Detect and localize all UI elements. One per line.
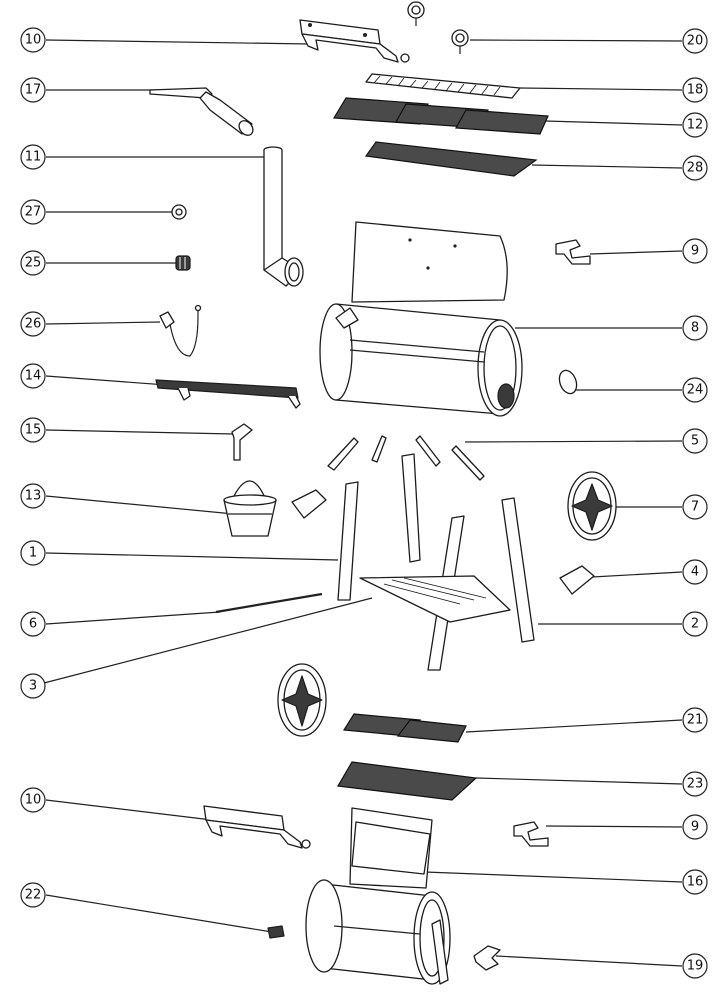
part-8-main-barrel [319, 221, 523, 417]
callout-17: 17 [20, 77, 46, 103]
callout-14: 14 [20, 363, 46, 389]
part-9-bracket-bottom [513, 821, 549, 847]
svg-text:14: 14 [25, 369, 42, 384]
part-14-front-shelf [155, 379, 301, 409]
callout-15: 15 [20, 417, 46, 443]
callout-3: 3 [20, 673, 46, 699]
part-9-bracket-top [555, 239, 591, 265]
svg-text:28: 28 [687, 161, 704, 176]
callout-23: 23 [682, 771, 708, 797]
part-11-chimney [263, 146, 304, 287]
svg-text:8: 8 [691, 321, 699, 336]
svg-text:19: 19 [687, 959, 704, 974]
callout-16: 16 [682, 869, 708, 895]
svg-text:9: 9 [691, 820, 699, 835]
part-23-charcoal-grate [337, 761, 478, 801]
callout-25: 25 [20, 250, 46, 276]
part-19-latch [473, 945, 501, 971]
part-18-warming-rack [365, 73, 521, 99]
callout-24: 24 [682, 377, 708, 403]
part-13-ash-bucket [223, 480, 277, 537]
part-4-side-plate-upper [291, 489, 327, 519]
svg-text:5: 5 [691, 434, 699, 449]
leader-lines [43, 39, 683, 967]
svg-text:21: 21 [687, 713, 704, 728]
callout-12: 12 [682, 112, 708, 138]
svg-text:20: 20 [687, 34, 704, 49]
callout-22: 22 [20, 882, 46, 908]
part-16-firebox [305, 807, 451, 985]
svg-text:26: 26 [25, 317, 42, 332]
callout-26: 26 [20, 311, 46, 337]
part-7-wheel [567, 471, 617, 541]
part-number-callouts: 10 17 11 27 25 26 14 15 13 1 6 3 10 22 2… [20, 27, 708, 979]
svg-text:15: 15 [25, 423, 42, 438]
part-15-tool-hook [231, 423, 253, 461]
part-17-lid-handle [149, 87, 254, 136]
callout-18: 18 [682, 77, 708, 103]
callout-13: 13 [20, 483, 46, 509]
svg-text:6: 6 [29, 617, 37, 632]
svg-text:18: 18 [687, 83, 704, 98]
part-10-shelf-bracket-top [299, 19, 410, 63]
part-27-nut [171, 204, 187, 220]
svg-text:11: 11 [25, 150, 42, 165]
part-10-shelf-bracket-bottom [203, 805, 311, 849]
svg-text:10: 10 [25, 793, 42, 808]
svg-text:2: 2 [691, 617, 699, 632]
callout-10-bottom: 10 [20, 787, 46, 813]
svg-text:23: 23 [687, 777, 704, 792]
callout-20: 20 [682, 28, 708, 54]
svg-text:12: 12 [687, 118, 704, 133]
callout-9-top: 9 [682, 238, 708, 264]
part-26-cable [159, 304, 202, 357]
callout-5: 5 [682, 428, 708, 454]
part-3-bottom-shelf [359, 575, 511, 623]
part-28-charcoal-grate [364, 141, 538, 177]
part-6-axle-rod [215, 592, 323, 614]
part-1-2-legs [337, 453, 535, 671]
svg-text:13: 13 [25, 489, 42, 504]
part-12-cooking-grates [332, 97, 549, 135]
svg-text:27: 27 [25, 205, 42, 220]
callout-1: 1 [20, 540, 46, 566]
svg-text:17: 17 [25, 83, 42, 98]
part-21-cooking-grates [342, 713, 467, 743]
svg-text:25: 25 [25, 256, 42, 271]
callout-9-bottom: 9 [682, 814, 708, 840]
callout-28: 28 [682, 155, 708, 181]
callout-19: 19 [682, 953, 708, 979]
callout-8: 8 [682, 315, 708, 341]
svg-text:4: 4 [691, 565, 699, 580]
callout-4: 4 [682, 559, 708, 585]
svg-text:7: 7 [691, 500, 699, 515]
part-20-thermometers [407, 1, 469, 54]
part-5-leg-braces [327, 435, 485, 481]
svg-text:10: 10 [25, 33, 42, 48]
callout-7: 7 [682, 494, 708, 520]
callout-2: 2 [682, 611, 708, 637]
callout-10-top: 10 [20, 27, 46, 53]
part-24-damper [558, 369, 578, 395]
callout-27: 27 [20, 199, 46, 225]
svg-text:1: 1 [29, 546, 37, 561]
part-7-wheel-lower [277, 663, 327, 737]
callout-11: 11 [20, 144, 46, 170]
svg-text:24: 24 [687, 383, 704, 398]
svg-text:16: 16 [687, 875, 704, 890]
svg-text:22: 22 [25, 888, 42, 903]
part-4-side-plate-lower [559, 565, 595, 595]
callout-6: 6 [20, 611, 46, 637]
part-25-bolt-sleeve [175, 255, 191, 271]
svg-text:9: 9 [691, 244, 699, 259]
part-22-block [267, 925, 285, 939]
callout-21: 21 [682, 707, 708, 733]
svg-text:3: 3 [29, 679, 37, 694]
